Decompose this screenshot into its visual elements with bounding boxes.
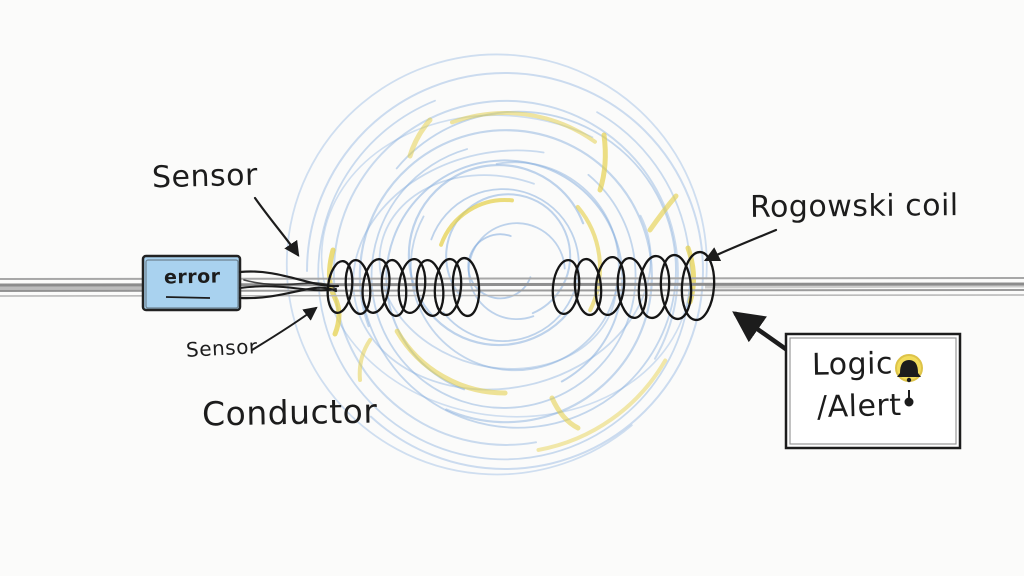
label-rogowski-coil: Rogowski coil xyxy=(749,188,959,225)
bell-icon xyxy=(895,354,923,407)
sensor-box xyxy=(141,254,242,312)
arrow-logic-alert xyxy=(732,311,793,355)
field-highlight-swirl xyxy=(318,80,696,455)
logic-alert-box xyxy=(784,332,962,450)
annotation-arrows xyxy=(251,196,793,355)
label-logic-line2: /Alert xyxy=(816,387,902,426)
wire-bundle xyxy=(238,270,340,300)
label-error-box: error xyxy=(163,265,221,289)
coil-right xyxy=(551,250,716,322)
arrow-sensor-bottom xyxy=(251,306,318,351)
label-sensor-bottom: Sensor xyxy=(185,334,259,362)
arrow-sensor-top xyxy=(253,196,300,257)
coil-left xyxy=(326,256,481,318)
label-conductor: Conductor xyxy=(201,391,378,434)
label-sensor-top: Sensor xyxy=(151,157,259,196)
arrow-rogowski xyxy=(703,228,778,262)
magnetic-field-swirl xyxy=(285,53,708,476)
label-logic-line1: Logic xyxy=(811,346,894,383)
